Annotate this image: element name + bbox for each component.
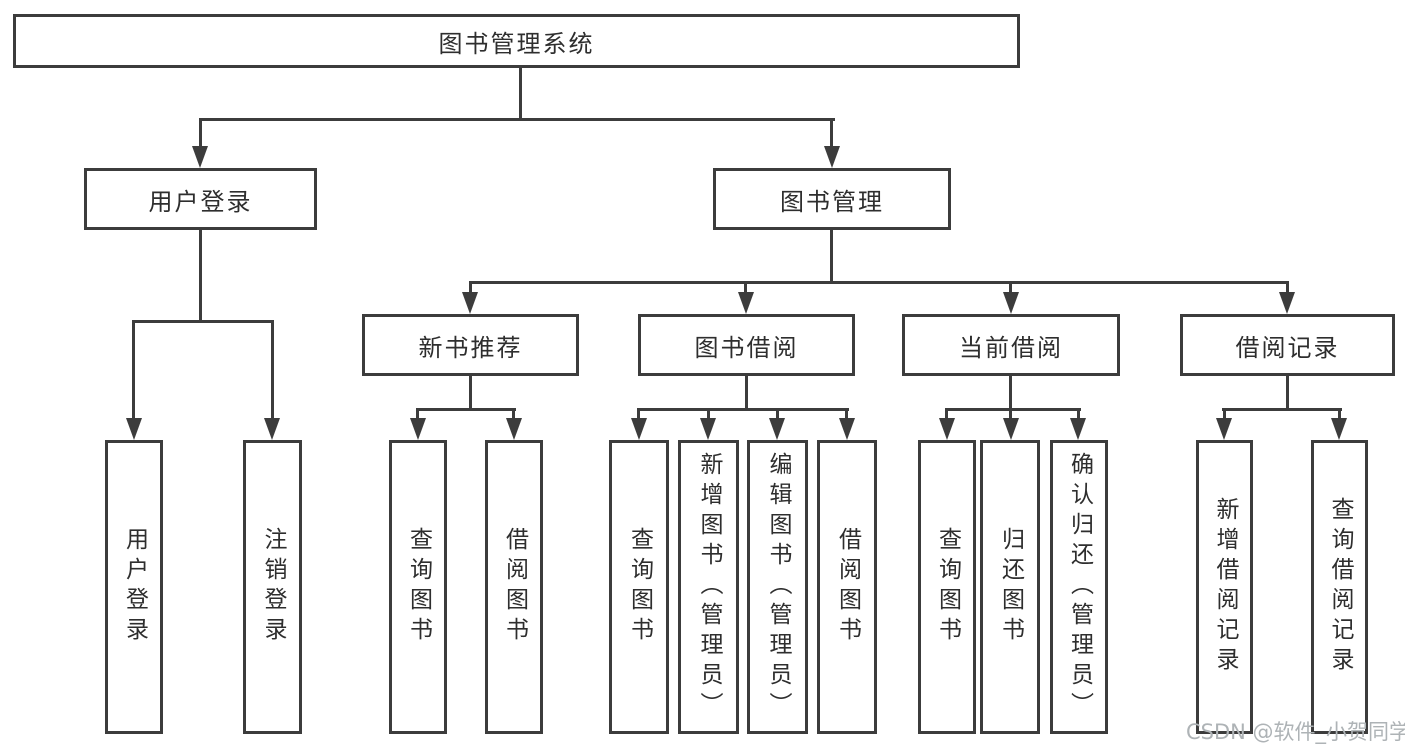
- arrow-down-icon: [1331, 418, 1347, 440]
- connector-line: [830, 230, 833, 284]
- leaf-current-query-books: 查询图书: [918, 440, 976, 734]
- connector-line: [1223, 411, 1226, 420]
- connector-line: [469, 281, 1289, 284]
- arrow-down-icon: [700, 418, 716, 440]
- arrow-down-icon: [839, 418, 855, 440]
- arrow-down-icon: [939, 418, 955, 440]
- connector-line: [1222, 408, 1342, 411]
- arrow-down-icon: [631, 418, 647, 440]
- connector-line: [744, 284, 747, 294]
- connector-line: [512, 411, 515, 420]
- connector-line: [830, 121, 833, 150]
- leaf-current-query-books-label: 查询图书: [934, 527, 961, 647]
- leaf-records-query-borrow-record: 查询借阅记录: [1311, 440, 1368, 734]
- leaf-records-query-borrow-record-label: 查询借阅记录: [1327, 497, 1353, 677]
- leaf-borrowing-edit-books-admin-label: 编辑图书（管理员）: [765, 452, 791, 722]
- leaf-borrowing-borrow-books: 借阅图书: [817, 440, 877, 734]
- connector-line: [1286, 376, 1289, 411]
- arrow-down-icon: [126, 418, 142, 440]
- leaf-borrowing-query-books-label: 查询图书: [626, 527, 653, 647]
- connector-line: [637, 408, 849, 411]
- connector-line: [1009, 284, 1012, 294]
- connector-line: [271, 323, 274, 420]
- connector-line: [199, 230, 202, 323]
- connector-line: [469, 284, 472, 294]
- connector-line: [199, 118, 835, 121]
- arrow-down-icon: [824, 146, 840, 168]
- leaf-current-confirm-return-admin: 确认归还（管理员）: [1050, 440, 1108, 734]
- connector-line: [1077, 411, 1080, 420]
- arrow-down-icon: [1216, 418, 1232, 440]
- connector-line: [707, 411, 710, 420]
- arrow-down-icon: [1070, 418, 1086, 440]
- leaf-records-add-borrow-record: 新增借阅记录: [1196, 440, 1253, 734]
- arrow-down-icon: [1279, 292, 1295, 314]
- connector-line: [416, 411, 419, 420]
- arrow-down-icon: [192, 146, 208, 168]
- connector-line: [1338, 411, 1341, 420]
- leaf-borrowing-add-books-admin: 新增图书（管理员）: [678, 440, 739, 734]
- leaf-borrowing-add-books-admin-label: 新增图书（管理员）: [696, 452, 722, 722]
- leaf-recommend-borrow-books-label: 借阅图书: [501, 527, 528, 647]
- arrow-down-icon: [410, 418, 426, 440]
- leaf-user-login: 用户登录: [105, 440, 163, 734]
- connector-line: [132, 320, 274, 323]
- leaf-records-add-borrow-record-label: 新增借阅记录: [1212, 497, 1238, 677]
- node-current-borrowing: 当前借阅: [902, 314, 1120, 376]
- leaf-logout: 注销登录: [243, 440, 302, 734]
- leaf-borrowing-query-books: 查询图书: [609, 440, 669, 734]
- leaf-current-return-books: 归还图书: [980, 440, 1040, 734]
- arrow-down-icon: [506, 418, 522, 440]
- arrow-down-icon: [738, 292, 754, 314]
- leaf-logout-label: 注销登录: [260, 527, 286, 647]
- arrow-down-icon: [1003, 418, 1019, 440]
- connector-line: [1009, 376, 1012, 411]
- arrow-down-icon: [462, 292, 478, 314]
- leaf-user-login-label: 用户登录: [121, 527, 148, 647]
- leaf-current-return-books-label: 归还图书: [997, 527, 1024, 647]
- root-node-library-management-system: 图书管理系统: [13, 14, 1020, 68]
- connector-line: [776, 411, 779, 420]
- connector-line: [132, 323, 135, 420]
- connector-line: [416, 408, 516, 411]
- connector-line: [519, 68, 522, 120]
- node-book-borrowing: 图书借阅: [638, 314, 855, 376]
- node-book-management: 图书管理: [713, 168, 951, 230]
- leaf-current-confirm-return-admin-label: 确认归还（管理员）: [1066, 452, 1093, 722]
- node-borrowing-records: 借阅记录: [1180, 314, 1395, 376]
- connector-line: [1009, 411, 1012, 420]
- leaf-borrowing-borrow-books-label: 借阅图书: [834, 527, 861, 647]
- connector-line: [469, 376, 472, 411]
- leaf-recommend-query-books-label: 查询图书: [405, 527, 432, 647]
- node-user-login: 用户登录: [84, 168, 317, 230]
- connector-line: [199, 121, 202, 150]
- connector-line: [945, 411, 948, 420]
- connector-line: [1286, 284, 1289, 294]
- node-new-book-recommendation: 新书推荐: [362, 314, 579, 376]
- leaf-recommend-borrow-books: 借阅图书: [485, 440, 543, 734]
- connector-line: [845, 411, 848, 420]
- arrow-down-icon: [264, 418, 280, 440]
- connector-line: [945, 408, 1081, 411]
- arrow-down-icon: [1003, 292, 1019, 314]
- arrow-down-icon: [769, 418, 785, 440]
- leaf-recommend-query-books: 查询图书: [389, 440, 447, 734]
- csdn-watermark: CSDN @软件_小贺同学: [1186, 720, 1405, 744]
- leaf-borrowing-edit-books-admin: 编辑图书（管理员）: [747, 440, 808, 734]
- connector-line: [637, 411, 640, 420]
- connector-line: [745, 376, 748, 411]
